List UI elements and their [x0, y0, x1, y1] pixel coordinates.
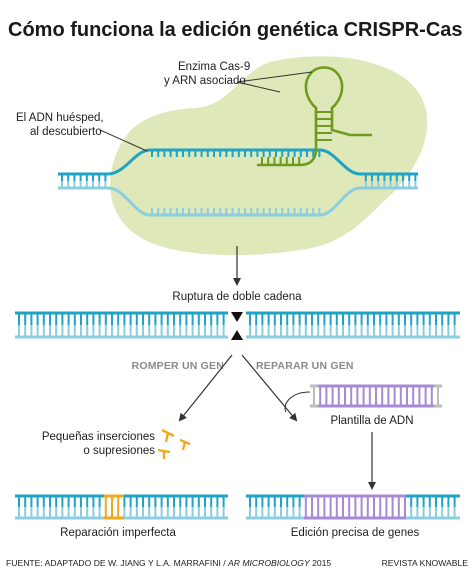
break-gene-label: ROMPER UN GEN: [132, 360, 224, 372]
double-break-label: Ruptura de doble cadena: [172, 291, 302, 303]
imperfect-repair-label: Reparación imperfecta: [60, 527, 176, 539]
source-prefix: FUENTE: ADAPTADO DE W. JIANG Y L.A. MARR…: [6, 558, 228, 568]
dna-lower-strand: [58, 186, 418, 217]
template-label: Plantilla de ADN: [330, 415, 413, 427]
broken-dna: [15, 311, 460, 339]
precise-edit-dna: [246, 494, 460, 520]
host-dna: [58, 148, 418, 217]
source-year: 2015: [310, 558, 332, 568]
dna-base-pairs: [61, 150, 417, 215]
page-title: Cómo funciona la edición genética CRISPR…: [8, 19, 463, 41]
indels-label-2: o supresiones: [83, 445, 155, 457]
source-credit: FUENTE: ADAPTADO DE W. JIANG Y L.A. MARR…: [6, 558, 331, 568]
indel-fragments: [157, 428, 191, 459]
repair-gene-label: REPARAR UN GEN: [256, 360, 354, 372]
break-marker-top: [231, 312, 243, 322]
cas9-enzyme-shape: [110, 56, 428, 256]
template-pointer: [284, 391, 311, 413]
dna-upper-strand: [58, 148, 418, 176]
rna-base-pairs: [261, 111, 332, 165]
host-dna-label-2: al descubierto: [30, 126, 102, 138]
arrow-break-gene: [178, 354, 233, 422]
publisher-credit: REVISTA KNOWABLE: [382, 558, 469, 568]
break-marker-bottom: [231, 330, 243, 340]
label-pointers: [99, 71, 313, 152]
host-dna-label-1: El ADN huésped,: [16, 112, 104, 124]
arrow-repair-gene: [241, 354, 298, 422]
indels-label-1: Pequeñas inserciones: [42, 431, 155, 443]
dna-template: [310, 384, 442, 408]
enzyme-label-1: Enzima Cas-9: [178, 61, 250, 73]
precise-edit-label: Edición precisa de genes: [291, 527, 420, 539]
enzyme-label-2: y ARN asociado: [164, 75, 246, 87]
guide-rna: [257, 66, 372, 167]
imperfect-repair-dna: [15, 494, 228, 520]
source-journal: AR MICROBIOLOGY: [227, 558, 311, 568]
